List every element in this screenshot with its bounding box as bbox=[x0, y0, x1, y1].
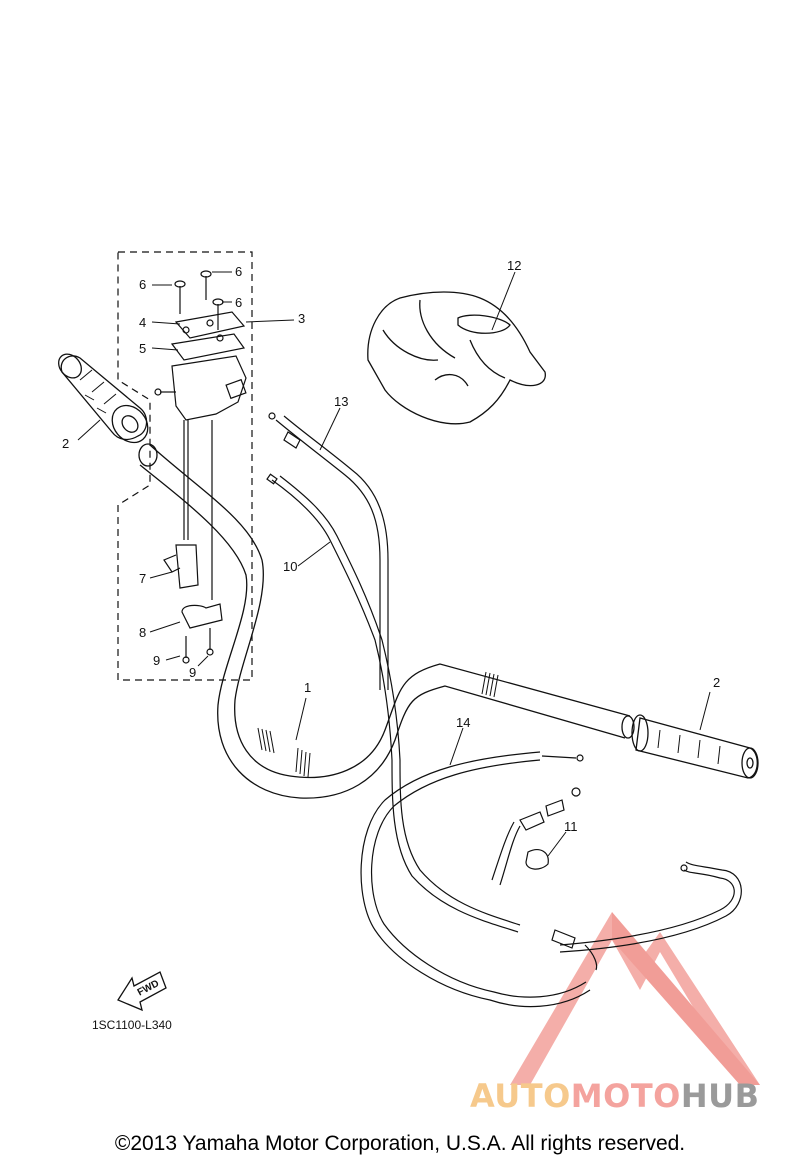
callout-13: 13 bbox=[334, 394, 349, 409]
cable-10 bbox=[266, 473, 401, 761]
cable-right bbox=[551, 861, 742, 971]
throttle-housing bbox=[154, 270, 247, 664]
watermark-text: AUTOMOTOHUB bbox=[470, 1080, 800, 1112]
left-grip bbox=[58, 353, 149, 444]
copyright-notice: ©2013 Yamaha Motor Corporation, U.S.A. A… bbox=[114, 1132, 686, 1155]
callout-9-a: 9 bbox=[153, 653, 161, 668]
callout-6-a: 6 bbox=[139, 277, 147, 292]
callout-10: 10 bbox=[283, 559, 298, 574]
watermark-hub: HUB bbox=[680, 1077, 760, 1115]
callout-6-c: 6 bbox=[235, 295, 243, 310]
callout-12: 12 bbox=[507, 258, 522, 273]
drawing-code: 1SC1100-L340 bbox=[92, 1018, 172, 1032]
callout-7: 7 bbox=[139, 571, 147, 586]
cable-14 bbox=[360, 751, 591, 1008]
watermark-moto: MOTO bbox=[570, 1077, 681, 1115]
callout-2-left: 2 bbox=[62, 436, 70, 451]
watermark-logo bbox=[510, 912, 760, 1085]
callout-11: 11 bbox=[564, 819, 578, 834]
leader-lines bbox=[77, 271, 711, 857]
handlebar bbox=[138, 443, 635, 799]
handlebar-cover bbox=[367, 291, 546, 425]
watermark-auto: AUTO bbox=[470, 1077, 571, 1115]
fwd-arrow-icon bbox=[117, 971, 167, 1012]
callout-3: 3 bbox=[298, 311, 306, 326]
callout-2-right: 2 bbox=[713, 675, 721, 690]
adjuster-11 bbox=[491, 754, 584, 886]
callout-1: 1 bbox=[304, 680, 312, 695]
callout-5: 5 bbox=[139, 341, 147, 356]
throttle-cable bbox=[268, 412, 389, 690]
callout-6-b: 6 bbox=[235, 264, 243, 279]
right-grip bbox=[631, 714, 759, 779]
callout-9-b: 9 bbox=[189, 665, 197, 680]
callout-8: 8 bbox=[139, 625, 147, 640]
assembly-frame bbox=[117, 251, 253, 681]
callout-4: 4 bbox=[139, 315, 147, 330]
callout-14: 14 bbox=[456, 715, 471, 730]
